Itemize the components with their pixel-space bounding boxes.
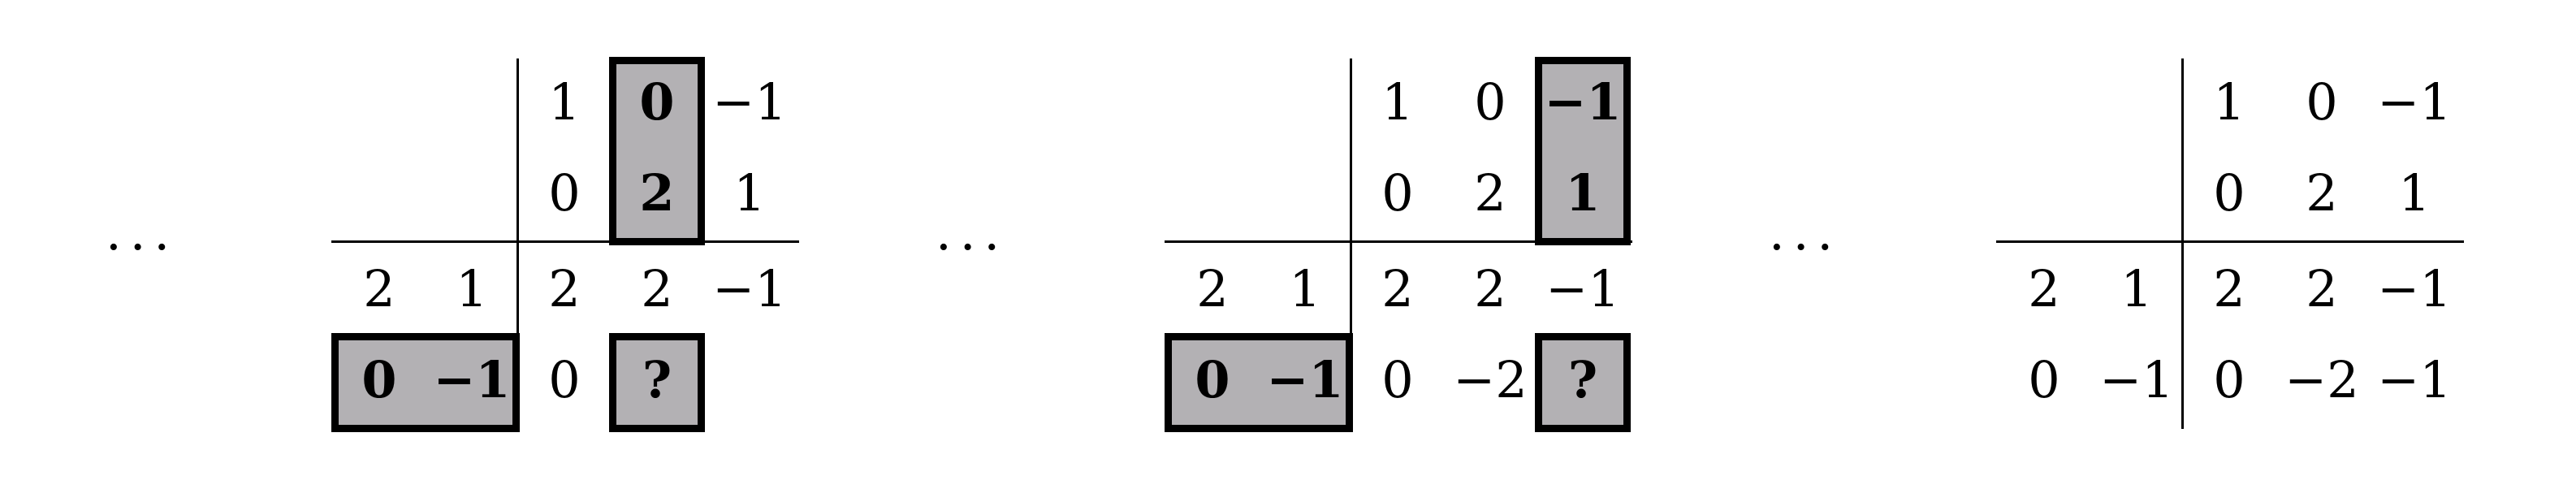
- vertical-rule: [2181, 58, 2184, 429]
- table-cell: −1: [1266, 350, 1344, 409]
- vertical-rule: [1350, 58, 1352, 429]
- horizontal-rule: [1165, 240, 1632, 243]
- table-cell: 2: [639, 163, 675, 223]
- table-cell: 1: [1289, 259, 1321, 318]
- table-cell: −1: [712, 72, 787, 132]
- table-cell: 1: [2213, 72, 2245, 132]
- table-cell: −1: [433, 350, 511, 409]
- table-cell: 2: [1381, 259, 1414, 318]
- table-cell: 0: [2213, 350, 2245, 409]
- table-cell: −2: [2284, 350, 2359, 409]
- table-cell: 2: [1474, 163, 1506, 223]
- highlight-left-row: [1165, 333, 1353, 432]
- table-cell: 2: [2028, 259, 2060, 318]
- table-cell: 2: [1196, 259, 1229, 318]
- table-cell: −1: [1545, 259, 1620, 318]
- table-cell: 1: [456, 259, 488, 318]
- horizontal-rule: [331, 240, 799, 243]
- table-cell: −1: [2377, 259, 2452, 318]
- table-cell: ?: [1567, 350, 1598, 409]
- highlight-left-row: [331, 333, 520, 432]
- table-cell: 0: [548, 163, 581, 223]
- table-cell: 1: [2398, 163, 2431, 223]
- table-cell: 2: [548, 259, 581, 318]
- table-cell: 1: [1565, 163, 1601, 223]
- table-cell: −1: [1544, 72, 1622, 132]
- table-cell: 2: [363, 259, 395, 318]
- table-cell: 2: [2306, 259, 2338, 318]
- table-cell: 2: [1474, 259, 1506, 318]
- highlight-top-column: [1535, 57, 1631, 245]
- table-cell: 0: [548, 350, 581, 409]
- table-cell: ?: [642, 350, 672, 409]
- table-cell: 1: [2120, 259, 2153, 318]
- horizontal-rule: [1996, 240, 2464, 243]
- table-cell: 0: [361, 350, 397, 409]
- table-cell: 0: [2028, 350, 2060, 409]
- highlight-top-column: [609, 57, 705, 245]
- highlight-unknown-cell: [609, 333, 705, 432]
- table-cell: 0: [1195, 350, 1230, 409]
- table-cell: 1: [548, 72, 581, 132]
- ellipsis-middle-1: ...: [936, 202, 1009, 262]
- table-cell: −2: [1453, 350, 1528, 409]
- table-cell: 0: [1474, 72, 1506, 132]
- table-cell: 0: [639, 72, 675, 132]
- table-cell: 0: [2306, 72, 2338, 132]
- ellipsis-left: ...: [106, 202, 179, 262]
- ellipsis-middle-2: ...: [1769, 202, 1842, 262]
- table-cell: 0: [1381, 350, 1414, 409]
- table-cell: 0: [1381, 163, 1414, 223]
- table-cell: 2: [2306, 163, 2338, 223]
- table-cell: −1: [2377, 350, 2452, 409]
- vertical-rule: [516, 58, 519, 429]
- table-cell: 1: [1381, 72, 1414, 132]
- table-cell: −1: [712, 259, 787, 318]
- table-cell: 2: [641, 259, 673, 318]
- highlight-unknown-cell: [1535, 333, 1631, 432]
- table-cell: 2: [2213, 259, 2245, 318]
- table-cell: −1: [2377, 72, 2452, 132]
- table-cell: 0: [2213, 163, 2245, 223]
- table-cell: 1: [733, 163, 766, 223]
- table-cell: −1: [2099, 350, 2174, 409]
